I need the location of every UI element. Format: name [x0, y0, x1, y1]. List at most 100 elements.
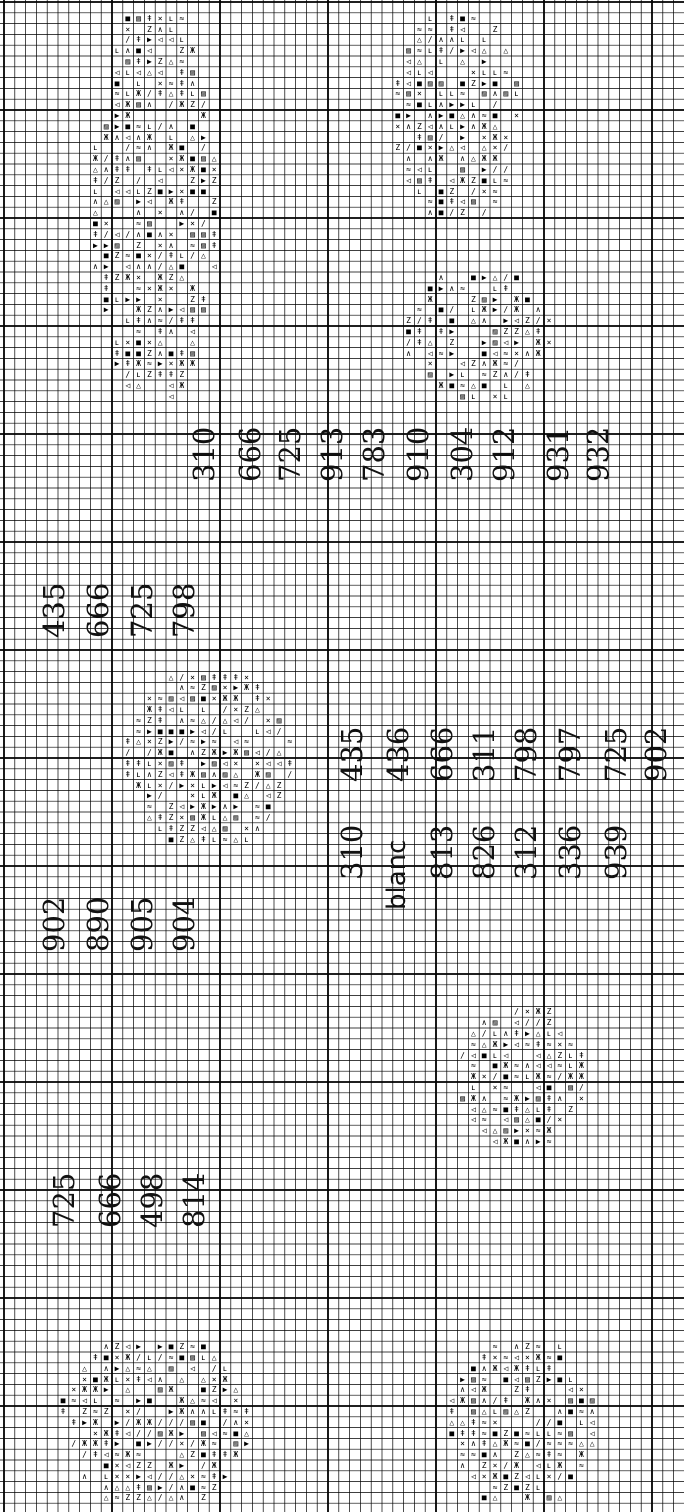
- stitch-symbol: ×: [220, 683, 230, 692]
- stitch-symbol: ▨: [112, 197, 122, 206]
- stitch-symbol: ≈: [134, 143, 144, 152]
- stitch-symbol: Ж: [177, 381, 187, 390]
- stitch-symbol: Ж: [123, 1353, 133, 1362]
- stitch-symbol: ≈: [112, 89, 122, 98]
- stitch-symbol: ▨: [134, 100, 144, 109]
- stitch-symbol: ∧: [144, 316, 154, 325]
- stitch-symbol: ʟ: [101, 1472, 111, 1481]
- stitch-symbol: ◁: [555, 1029, 565, 1038]
- stitch-symbol: ×: [479, 133, 489, 142]
- stitch-symbol: ʟ: [252, 727, 262, 736]
- stitch-symbol: ∕: [155, 122, 165, 131]
- stitch-symbol: ∧: [177, 208, 187, 217]
- stitch-symbol: ▶: [447, 349, 457, 358]
- stitch-symbol: ▨: [544, 1493, 554, 1502]
- stitch-symbol: ■: [501, 1072, 511, 1081]
- stitch-symbol: ǂ: [112, 1429, 122, 1438]
- stitch-symbol: ʟ: [436, 89, 446, 98]
- stitch-symbol: ≈: [134, 1364, 144, 1373]
- stitch-symbol: ǂ: [101, 273, 111, 282]
- stitch-symbol: Ж: [458, 1396, 468, 1405]
- stitch-symbol: ʟ: [566, 1061, 576, 1070]
- stitch-symbol: Ж: [231, 1450, 241, 1459]
- stitch-symbol: ∕: [533, 1439, 543, 1448]
- stitch-symbol: △: [533, 1029, 543, 1038]
- stitch-symbol: ▶: [188, 802, 198, 811]
- stitch-symbol: ◁: [468, 1105, 478, 1114]
- stitch-symbol: ʟ: [177, 35, 187, 44]
- stitch-symbol: △: [555, 1493, 565, 1502]
- stitch-symbol: ǂ: [134, 1483, 144, 1492]
- stitch-symbol: ▨: [198, 154, 208, 163]
- stitch-symbol: △: [274, 748, 284, 757]
- stitch-symbol: ∕: [155, 251, 165, 260]
- stitch-symbol: Ж: [576, 1061, 586, 1070]
- stitch-symbol: ∧: [188, 79, 198, 88]
- stitch-symbol: ǂ: [155, 370, 165, 379]
- stitch-symbol: ∕: [533, 316, 543, 325]
- stitch-symbol: ǂ: [576, 1051, 586, 1060]
- stitch-symbol: ◁: [458, 25, 468, 34]
- stitch-symbol: ≈: [188, 1342, 198, 1351]
- stitch-symbol: ▶: [479, 338, 489, 347]
- stitch-symbol: ◁: [166, 165, 176, 174]
- stitch-symbol: ≈: [166, 1353, 176, 1362]
- stitch-symbol: ǂ: [544, 1364, 554, 1373]
- stitch-symbol: ×: [242, 824, 252, 833]
- stitch-symbol: ∕: [134, 176, 144, 185]
- stitch-symbol: ◁: [479, 1126, 489, 1135]
- stitch-symbol: Ж: [533, 338, 543, 347]
- stitch-symbol: ▶: [112, 359, 122, 368]
- stitch-symbol: ▶: [166, 187, 176, 196]
- stitch-symbol: ×: [166, 154, 176, 163]
- stitch-symbol: ǂ: [501, 1396, 511, 1405]
- stitch-symbol: ×: [522, 1007, 532, 1016]
- stitch-symbol: ǂ: [155, 89, 165, 98]
- stitch-symbol: ▶: [101, 305, 111, 314]
- stitch-symbol: △: [155, 338, 165, 347]
- stitch-symbol: ʟ: [576, 1418, 586, 1427]
- stitch-symbol: ×: [166, 359, 176, 368]
- stitch-symbol: Z: [479, 1461, 489, 1470]
- stitch-symbol: ▶: [220, 748, 230, 757]
- stitch-symbol: ǂ: [58, 1407, 68, 1416]
- stitch-symbol: ∧: [468, 1439, 478, 1448]
- stitch-symbol: ▶: [144, 727, 154, 736]
- stitch-symbol: ■: [458, 14, 468, 23]
- stitch-symbol: ◁: [112, 100, 122, 109]
- stitch-symbol: Z: [209, 197, 219, 206]
- stitch-symbol: ≈: [501, 359, 511, 368]
- stitch-symbol: ▨: [188, 305, 198, 314]
- stitch-symbol: ǂ: [533, 327, 543, 336]
- stitch-symbol: ×: [155, 208, 165, 217]
- thread-code-label: 890: [84, 897, 113, 952]
- stitch-symbol: ▨: [220, 824, 230, 833]
- stitch-symbol: △: [188, 835, 198, 844]
- stitch-symbol: ■: [479, 1493, 489, 1502]
- stitch-symbol: ≈: [544, 1040, 554, 1049]
- stitch-symbol: ◁: [231, 737, 241, 746]
- stitch-symbol: ≈: [252, 813, 262, 822]
- stitch-symbol: ≈: [69, 1396, 79, 1405]
- stitch-symbol: △: [166, 673, 176, 682]
- stitch-symbol: Z: [522, 1342, 532, 1351]
- stitch-symbol: ≈: [490, 197, 500, 206]
- stitch-symbol: ▶: [166, 737, 176, 746]
- stitch-symbol: ■: [123, 14, 133, 23]
- stitch-symbol: ∕: [69, 1439, 79, 1448]
- stitch-symbol: ◁: [533, 1461, 543, 1470]
- stitch-symbol: ʟ: [468, 1083, 478, 1092]
- stitch-symbol: ∕: [134, 1429, 144, 1438]
- stitch-symbol: Ж: [490, 359, 500, 368]
- stitch-symbol: Z: [166, 813, 176, 822]
- stitch-symbol: ▶: [177, 1461, 187, 1470]
- stitch-symbol: ǂ: [166, 824, 176, 833]
- stitch-symbol: ʟ: [566, 1375, 576, 1384]
- stitch-symbol: Z: [144, 1461, 154, 1470]
- stitch-symbol: ∕: [522, 1018, 532, 1027]
- stitch-symbol: Ж: [468, 1094, 478, 1103]
- stitch-symbol: ʟ: [144, 759, 154, 768]
- stitch-symbol: ■: [522, 295, 532, 304]
- stitch-symbol: ×: [231, 1396, 241, 1405]
- stitch-symbol: ■: [501, 1375, 511, 1384]
